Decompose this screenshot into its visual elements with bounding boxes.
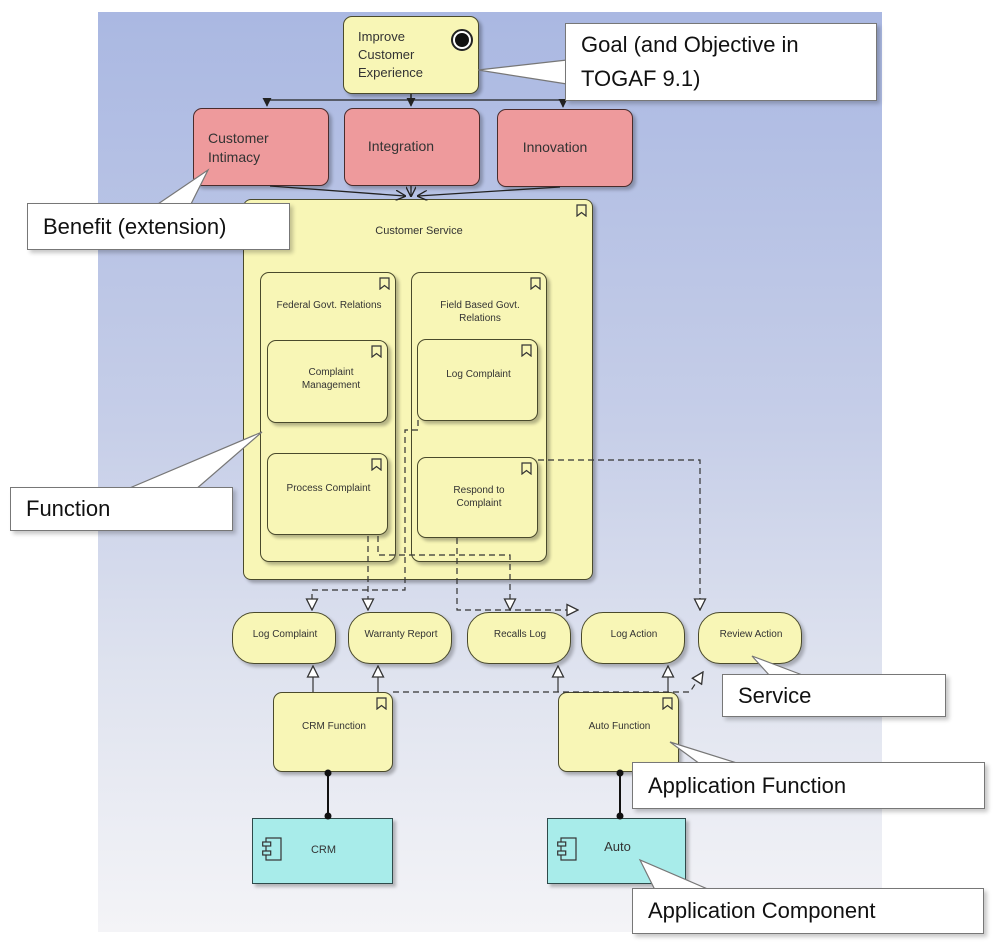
callout-text: Service: [738, 682, 812, 708]
bookmark-icon: [530, 277, 541, 290]
callout-text: Benefit (extension): [43, 213, 227, 239]
app-component-auto[interactable]: Auto: [547, 818, 686, 884]
callout-text: Function: [26, 496, 111, 521]
app-function-label: CRM Function: [302, 721, 366, 732]
service-recalls-log[interactable]: Recalls Log: [467, 612, 571, 664]
benefit-label: Customer Intimacy: [208, 130, 269, 165]
app-function-label: Auto Function: [588, 721, 651, 732]
app-function-auto[interactable]: Auto Function: [558, 692, 679, 772]
function-label: Respond to Complaint: [453, 485, 505, 509]
app-component-label: Auto: [604, 839, 631, 854]
app-component-crm[interactable]: CRM: [252, 818, 393, 884]
function-process-complaint[interactable]: Process Complaint: [267, 453, 388, 535]
benefit-innovation[interactable]: Innovation: [497, 109, 633, 187]
bookmark-icon: [376, 697, 387, 710]
function-label: Federal Govt. Relations: [276, 300, 382, 311]
callout-text: Application Function: [648, 772, 847, 798]
service-label: Recalls Log: [493, 629, 547, 640]
bookmark-icon: [521, 344, 532, 357]
component-icon: [557, 837, 577, 861]
callout-text: Goal (and Objective in: [581, 32, 799, 57]
bookmark-icon: [662, 697, 673, 710]
function-label: Field Based Govt. Relations: [440, 300, 520, 324]
service-log-complaint[interactable]: Log Complaint: [232, 612, 336, 664]
goal-icon: [451, 29, 473, 51]
callout-text: TOGAF 9.1): [581, 66, 701, 91]
app-component-label: CRM: [310, 844, 337, 856]
bookmark-icon: [521, 462, 532, 475]
bookmark-icon: [379, 277, 390, 290]
callout-application-component: Application Component: [632, 888, 984, 934]
goal-node[interactable]: Improve Customer Experience: [343, 16, 479, 94]
service-label: Warranty Report: [364, 629, 438, 640]
function-respond-to-complaint[interactable]: Respond to Complaint: [417, 457, 538, 538]
callout-service: Service: [722, 674, 946, 717]
goal-label: Improve Customer Experience: [358, 29, 424, 80]
callout-application-function: Application Function: [632, 762, 985, 809]
callout-goal: Goal (and Objective in TOGAF 9.1): [565, 23, 877, 101]
function-label: Process Complaint: [286, 483, 371, 494]
function-log-complaint[interactable]: Log Complaint: [417, 339, 538, 421]
function-label: Log Complaint: [446, 369, 511, 380]
benefit-customer-intimacy[interactable]: Customer Intimacy: [193, 108, 329, 186]
service-warranty-report[interactable]: Warranty Report: [348, 612, 452, 664]
component-icon: [262, 837, 282, 861]
function-label: Complaint Management: [301, 367, 361, 391]
bookmark-icon: [371, 458, 382, 471]
callout-benefit: Benefit (extension): [27, 203, 290, 250]
function-complaint-management[interactable]: Complaint Management: [267, 340, 388, 423]
bookmark-icon: [576, 204, 587, 217]
benefit-integration[interactable]: Integration: [344, 108, 480, 186]
service-log-action[interactable]: Log Action: [581, 612, 685, 664]
service-review-action[interactable]: Review Action: [698, 612, 802, 664]
app-function-crm[interactable]: CRM Function: [273, 692, 393, 772]
callout-text: Application Component: [648, 898, 876, 923]
function-label: Customer Service: [375, 225, 463, 237]
service-label: Review Action: [719, 629, 783, 640]
service-label: Log Action: [610, 629, 658, 640]
bookmark-icon: [371, 345, 382, 358]
benefit-label: Integration: [367, 138, 435, 154]
benefit-label: Innovation: [522, 139, 588, 155]
service-label: Log Complaint: [252, 629, 318, 640]
callout-function: Function: [10, 487, 233, 531]
